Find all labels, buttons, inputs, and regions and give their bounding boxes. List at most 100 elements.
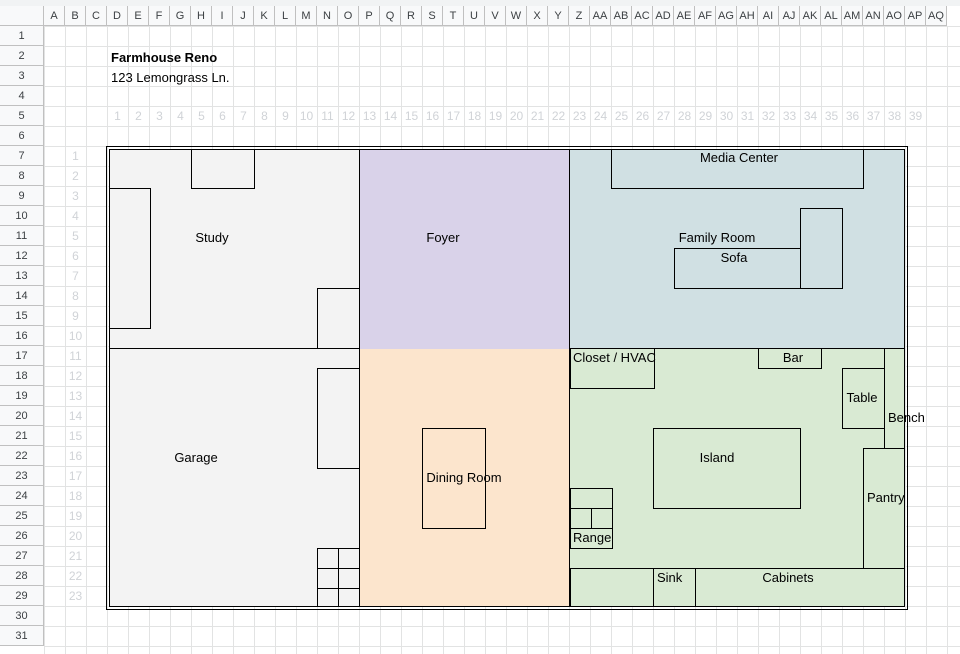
project-address[interactable]: 123 Lemongrass Ln.	[111, 70, 230, 85]
row-header[interactable]: 6	[0, 126, 44, 146]
column-header[interactable]: AO	[884, 6, 905, 26]
row-header[interactable]: 23	[0, 466, 44, 486]
column-header[interactable]: M	[296, 6, 317, 26]
row-header[interactable]: 2	[0, 46, 44, 66]
column-header[interactable]: R	[401, 6, 422, 26]
column-header[interactable]: AQ	[926, 6, 947, 26]
project-title[interactable]: Farmhouse Reno	[111, 50, 218, 65]
x-ruler-number: 10	[299, 109, 314, 123]
column-header[interactable]: V	[485, 6, 506, 26]
row-header[interactable]: 19	[0, 386, 44, 406]
column-header[interactable]: AI	[758, 6, 779, 26]
column-header[interactable]: U	[464, 6, 485, 26]
column-header[interactable]: E	[128, 6, 149, 26]
column-header[interactable]: F	[149, 6, 170, 26]
column-header[interactable]: A	[44, 6, 65, 26]
row-header[interactable]: 21	[0, 426, 44, 446]
x-ruler-number: 36	[845, 109, 860, 123]
y-ruler-number: 13	[68, 389, 83, 403]
row-header[interactable]: 24	[0, 486, 44, 506]
row-header[interactable]: 7	[0, 146, 44, 166]
column-header[interactable]: I	[212, 6, 233, 26]
column-header[interactable]: L	[275, 6, 296, 26]
dining-room-area[interactable]	[360, 349, 570, 607]
column-header[interactable]: AM	[842, 6, 863, 26]
bench-label: Bench	[888, 410, 925, 425]
row-header[interactable]: 17	[0, 346, 44, 366]
y-ruler-number: 4	[72, 209, 79, 223]
column-header[interactable]: AK	[800, 6, 821, 26]
column-header[interactable]: S	[422, 6, 443, 26]
row-header[interactable]: 20	[0, 406, 44, 426]
column-header[interactable]: J	[233, 6, 254, 26]
column-header[interactable]: AC	[632, 6, 653, 26]
row-header[interactable]: 28	[0, 566, 44, 586]
column-header[interactable]: AF	[695, 6, 716, 26]
column-header[interactable]: Q	[380, 6, 401, 26]
row-header[interactable]: 12	[0, 246, 44, 266]
row-header[interactable]: 14	[0, 286, 44, 306]
column-header[interactable]: AP	[905, 6, 926, 26]
foyer-area[interactable]	[360, 149, 570, 349]
row-header[interactable]: 15	[0, 306, 44, 326]
y-ruler-number: 9	[72, 309, 79, 323]
column-header[interactable]: D	[107, 6, 128, 26]
row-header[interactable]: 9	[0, 186, 44, 206]
row-header[interactable]: 18	[0, 366, 44, 386]
row-header[interactable]: 13	[0, 266, 44, 286]
kitchen-area[interactable]	[570, 349, 905, 607]
x-ruler-number: 9	[282, 109, 289, 123]
column-header[interactable]: AD	[653, 6, 674, 26]
inner-wall	[109, 149, 905, 607]
row-header[interactable]: 1	[0, 26, 44, 46]
column-header[interactable]: AG	[716, 6, 737, 26]
row-header[interactable]: 27	[0, 546, 44, 566]
row-header[interactable]: 31	[0, 626, 44, 646]
column-header[interactable]: O	[338, 6, 359, 26]
row-header[interactable]: 25	[0, 506, 44, 526]
row-header[interactable]: 16	[0, 326, 44, 346]
row-header[interactable]: 8	[0, 166, 44, 186]
column-header[interactable]: P	[359, 6, 380, 26]
column-header[interactable]: AE	[674, 6, 695, 26]
column-header[interactable]: AH	[737, 6, 758, 26]
row-header[interactable]: 4	[0, 86, 44, 106]
row-header[interactable]: 5	[0, 106, 44, 126]
column-header[interactable]: K	[254, 6, 275, 26]
x-ruler-number: 24	[593, 109, 608, 123]
select-all-corner[interactable]	[0, 6, 44, 26]
column-header[interactable]: W	[506, 6, 527, 26]
row-header[interactable]: 10	[0, 206, 44, 226]
x-ruler-number: 31	[740, 109, 755, 123]
column-header[interactable]: AJ	[779, 6, 800, 26]
row-header[interactable]: 26	[0, 526, 44, 546]
y-ruler-number: 20	[68, 529, 83, 543]
column-header[interactable]: AL	[821, 6, 842, 26]
row-header[interactable]: 29	[0, 586, 44, 606]
family-room-area[interactable]	[570, 149, 905, 349]
column-header[interactable]: G	[170, 6, 191, 26]
column-header[interactable]: Y	[548, 6, 569, 26]
column-header[interactable]: AA	[590, 6, 611, 26]
x-ruler-number: 1	[114, 109, 121, 123]
column-header[interactable]: T	[443, 6, 464, 26]
row-header[interactable]: 30	[0, 606, 44, 626]
garage-area[interactable]	[109, 349, 360, 607]
column-header[interactable]: C	[86, 6, 107, 26]
garage-shelf-divider-h1	[317, 568, 360, 569]
pantry-label: Pantry	[867, 490, 905, 505]
column-header[interactable]: AN	[863, 6, 884, 26]
row-header[interactable]: 3	[0, 66, 44, 86]
column-header[interactable]: B	[65, 6, 86, 26]
column-header[interactable]: AB	[611, 6, 632, 26]
column-header[interactable]: Z	[569, 6, 590, 26]
column-header[interactable]: H	[191, 6, 212, 26]
cabinets-row	[570, 568, 905, 607]
column-header[interactable]: X	[527, 6, 548, 26]
row-header[interactable]: 22	[0, 446, 44, 466]
column-header[interactable]: N	[317, 6, 338, 26]
sofa-label: Sofa	[720, 250, 748, 265]
y-ruler-number: 5	[72, 229, 79, 243]
y-ruler-number: 10	[68, 329, 83, 343]
row-header[interactable]: 11	[0, 226, 44, 246]
